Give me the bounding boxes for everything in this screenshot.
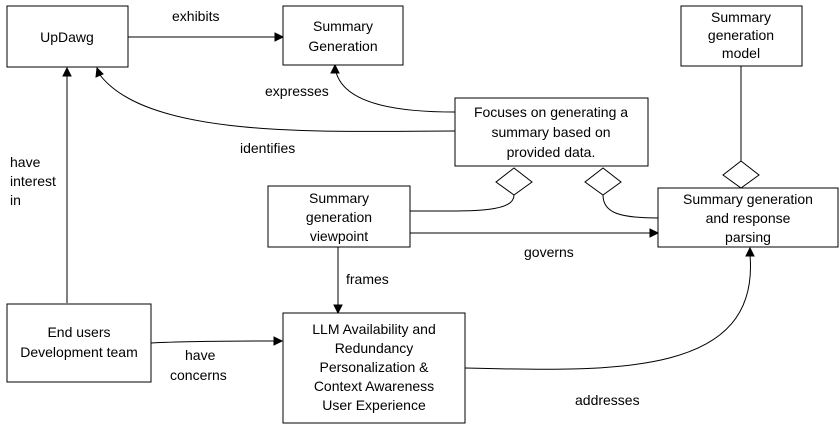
arrowhead-have-concerns <box>273 336 284 346</box>
node-concerns-line3: Personalization & <box>320 359 430 375</box>
node-parsing-line3: parsing <box>725 229 771 245</box>
node-end-users-line1: End users <box>47 324 110 340</box>
node-end-users: End users Development team <box>6 303 152 383</box>
label-have-concerns-line2: concerns <box>170 367 227 383</box>
label-addresses: addresses <box>575 392 640 408</box>
node-summary-generation-line1: Summary <box>313 18 373 34</box>
edge-parsing-note <box>602 194 659 219</box>
arrowhead-exhibits <box>274 32 285 42</box>
edge-viewpoint-note <box>409 194 515 212</box>
node-focuses-line3: provided data. <box>507 144 596 160</box>
node-response-parsing: Summary generation and response parsing <box>657 187 839 248</box>
label-have-interest-in-line2: interest <box>10 173 56 189</box>
label-identifies: identifies <box>240 140 295 156</box>
node-model-line3: model <box>722 45 760 61</box>
label-have-concerns-line1: have <box>185 347 216 363</box>
node-model-line1: Summary <box>711 9 771 25</box>
node-concerns-line5: User Experience <box>322 397 426 413</box>
aggregation-diamond-note-left <box>495 167 533 196</box>
node-viewpoint: Summary generation viewpoint <box>267 185 411 248</box>
node-updawg-label: UpDawg <box>40 29 94 45</box>
node-concerns-line4: Context Awareness <box>314 378 434 394</box>
label-have-interest-in-line3: in <box>10 192 21 208</box>
edge-have-concerns <box>150 340 276 344</box>
aggregation-diamond-model <box>722 160 760 189</box>
node-concerns: LLM Availability and Redundancy Personal… <box>282 312 466 424</box>
edge-expresses <box>335 71 456 113</box>
node-viewpoint-line3: viewpoint <box>310 228 368 244</box>
node-focuses-note: Focuses on generating a summary based on… <box>454 97 649 167</box>
label-have-interest-in-line1: have <box>10 154 41 170</box>
arrowhead-frames <box>333 304 343 315</box>
label-expresses: expresses <box>265 83 329 99</box>
node-summary-generation-line2: Generation <box>308 38 377 54</box>
node-focuses-line2: summary based on <box>491 124 610 140</box>
edge-identifies <box>99 74 456 132</box>
node-model-line2: generation <box>708 27 774 43</box>
arrowhead-addresses <box>745 246 755 257</box>
label-governs: governs <box>524 244 574 260</box>
arrowhead-governs <box>649 228 660 238</box>
node-concerns-line2: Redundancy <box>335 340 414 356</box>
aggregation-diamond-note-right <box>584 167 622 196</box>
node-parsing-line2: and response <box>706 210 791 226</box>
node-viewpoint-line1: Summary <box>309 190 369 206</box>
node-updawg: UpDawg <box>6 5 129 68</box>
label-frames: frames <box>346 271 389 287</box>
arrowhead-have-interest-in <box>62 66 72 77</box>
node-parsing-line1: Summary generation <box>683 191 813 207</box>
node-concerns-line1: LLM Availability and <box>312 321 435 337</box>
node-viewpoint-line2: generation <box>306 209 372 225</box>
node-summary-generation-model: Summary generation model <box>680 5 803 67</box>
arrowhead-expresses <box>330 63 340 74</box>
label-exhibits: exhibits <box>172 8 219 24</box>
edge-addresses <box>464 254 751 370</box>
arrowhead-identifies <box>95 66 104 78</box>
node-summary-generation: Summary Generation <box>282 5 404 66</box>
node-focuses-line1: Focuses on generating a <box>474 104 628 120</box>
node-end-users-line2: Development team <box>20 344 138 360</box>
